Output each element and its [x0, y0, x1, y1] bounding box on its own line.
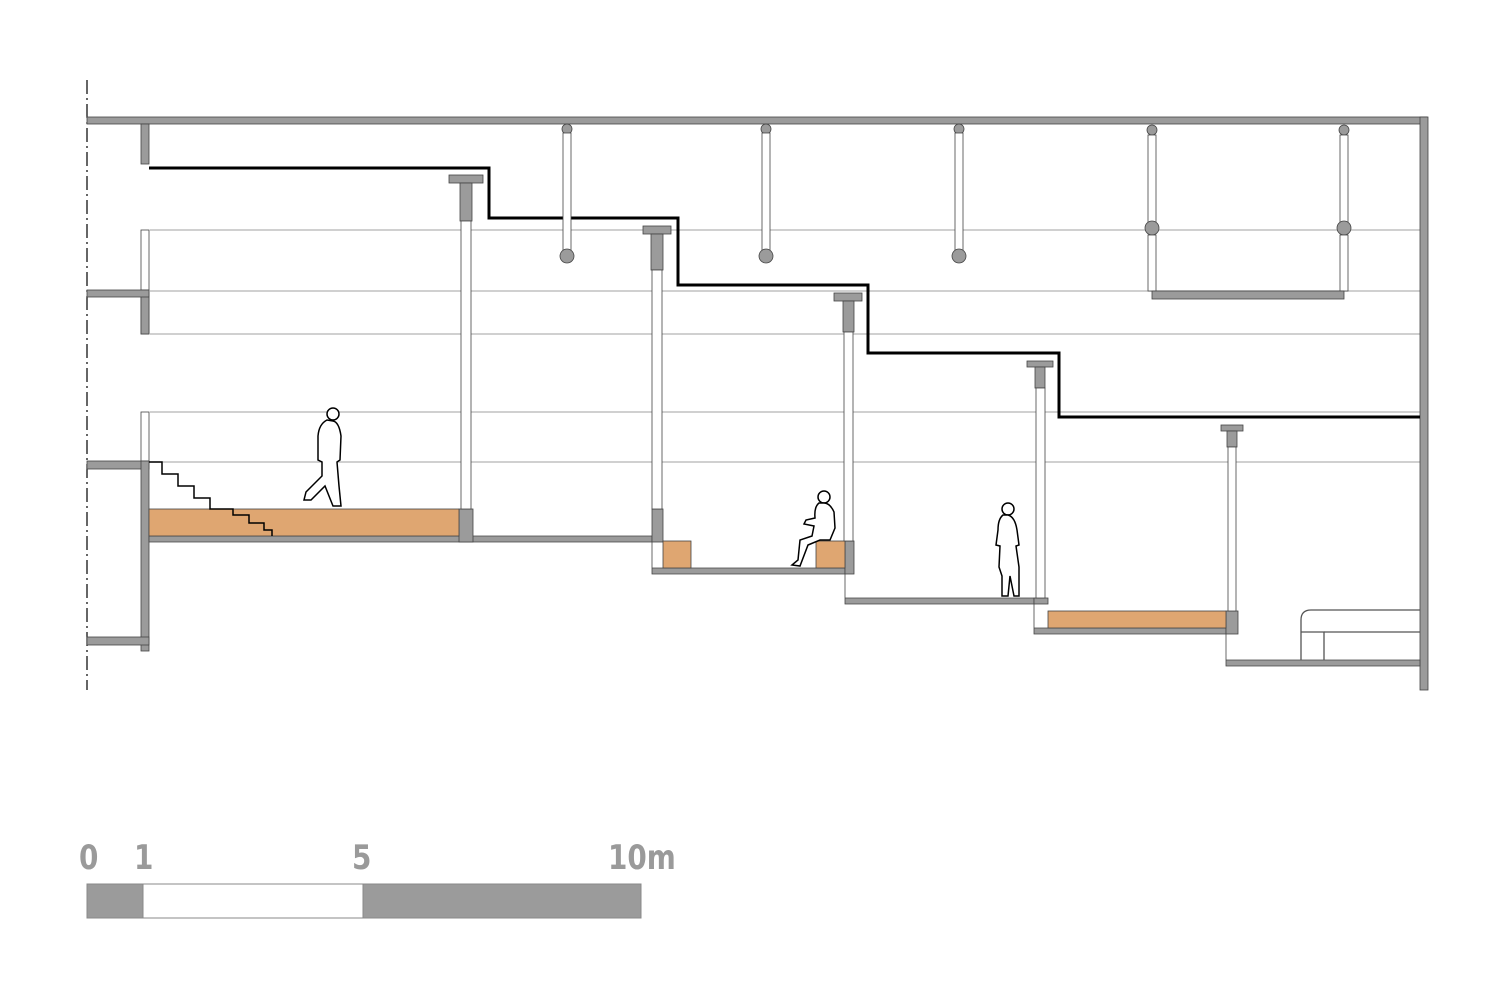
sofa — [1300, 609, 1420, 660]
column-2 — [642, 225, 672, 510]
pendant-1 — [559, 123, 575, 264]
scale-label-5: 5 — [352, 838, 372, 878]
staircase — [149, 461, 273, 536]
suspended-platform — [1144, 124, 1352, 300]
scale-label-10m: 10m — [608, 838, 676, 878]
figure-walking — [303, 407, 342, 507]
figure-standing — [995, 502, 1020, 597]
deck-level-1 — [148, 508, 460, 537]
pendant-3 — [951, 123, 967, 264]
t-columns — [448, 174, 1244, 612]
scale-bar-segment — [86, 883, 144, 919]
scale-label-0: 0 — [79, 838, 99, 878]
pendant-2 — [758, 123, 774, 264]
column-3 — [833, 292, 863, 542]
bench-level-2 — [662, 540, 692, 569]
bench-level-2b — [815, 540, 846, 569]
pendant-lights — [559, 123, 967, 264]
column-1 — [448, 174, 484, 510]
column-5 — [1220, 424, 1244, 612]
scale-bar — [86, 883, 642, 919]
stepped-floor-slab — [148, 535, 1421, 667]
scale-bar-segment — [142, 883, 364, 919]
scale-label-1: 1 — [134, 838, 154, 878]
figure-seated — [790, 490, 836, 567]
deck-level-4 — [1047, 610, 1227, 629]
timber-decks — [148, 508, 1227, 629]
column-4 — [1026, 360, 1054, 599]
stepped-ceiling-line — [149, 166, 1420, 419]
left-wall — [86, 123, 150, 652]
roof-slab — [86, 116, 1429, 691]
scale-bar-segment — [362, 883, 642, 919]
